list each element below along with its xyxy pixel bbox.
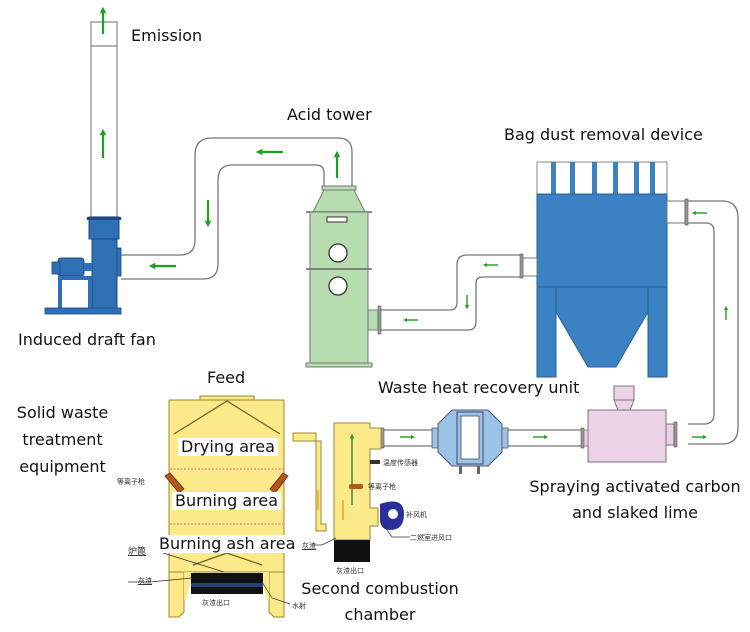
cn-plasma-torch-left: 等离子枪 bbox=[117, 478, 145, 486]
label-solid-waste-line1: Solid waste bbox=[16, 403, 109, 422]
pipe-chamber-to-heat-recovery bbox=[380, 427, 432, 449]
cn-ash-outlet-main: 灰渣出口 bbox=[202, 599, 230, 607]
label-induced-draft-fan: Induced draft fan bbox=[18, 330, 156, 349]
label-solid-waste-line2: treatment bbox=[22, 430, 103, 449]
zone-burning-area: Burning area bbox=[172, 491, 282, 511]
pipe-spray-to-bag-filter bbox=[688, 200, 739, 445]
label-second-combustion-line1: Second combustion bbox=[301, 579, 459, 598]
bag-dust-removal-device bbox=[522, 161, 689, 378]
induced-draft-fan bbox=[44, 216, 122, 315]
label-emission: Emission bbox=[131, 26, 203, 45]
cn-ash-outlet-chamber: 灰渣出口 bbox=[336, 567, 364, 575]
zone-drying-area: Drying area bbox=[178, 437, 278, 457]
label-bag-dust-removal: Bag dust removal device bbox=[504, 125, 703, 144]
flow-arrows bbox=[99, 6, 729, 440]
cn-temperature-sensor: 温度传感器 bbox=[383, 459, 418, 467]
plasma-torch-right bbox=[269, 472, 289, 494]
zone-burning-ash-area: Burning ash area bbox=[156, 534, 299, 554]
cn-secondary-air-inlet: 二燃室进风口 bbox=[410, 534, 452, 542]
cn-supplement-fan: 补风机 bbox=[406, 511, 427, 519]
cn-ash-slag-left: 灰渣 bbox=[138, 577, 152, 585]
spraying-activated-carbon-unit bbox=[580, 385, 678, 463]
pipe-bag-filter-to-acid-tower bbox=[381, 253, 524, 331]
label-second-combustion-line2: chamber bbox=[344, 605, 416, 624]
label-acid-tower: Acid tower bbox=[287, 105, 372, 124]
label-spraying-line2: and slaked lime bbox=[572, 503, 698, 522]
label-spraying-line1: Spraying activated carbon bbox=[529, 477, 741, 496]
pipe-heat-recovery-to-spray bbox=[508, 429, 581, 447]
acid-tower bbox=[305, 185, 382, 368]
plasma-torch-left bbox=[164, 472, 185, 494]
cn-water-jacket: 水射 bbox=[292, 602, 306, 610]
pipe-acid-tower-to-fan bbox=[121, 137, 353, 280]
second-combustion-chamber bbox=[292, 422, 404, 562]
chimney-stack bbox=[90, 21, 118, 218]
annotation-leaders bbox=[128, 519, 410, 605]
label-solid-waste-line3: equipment bbox=[19, 457, 106, 476]
cn-grate: 炉篦 bbox=[128, 547, 147, 557]
cn-ash-slag-chamber: 灰渣 bbox=[302, 542, 316, 550]
cn-plasma-torch-chamber: 等离子枪 bbox=[368, 483, 396, 491]
label-feed: Feed bbox=[207, 368, 246, 387]
waste-heat-recovery-unit bbox=[431, 409, 509, 474]
label-waste-heat-recovery: Waste heat recovery unit bbox=[378, 378, 580, 397]
